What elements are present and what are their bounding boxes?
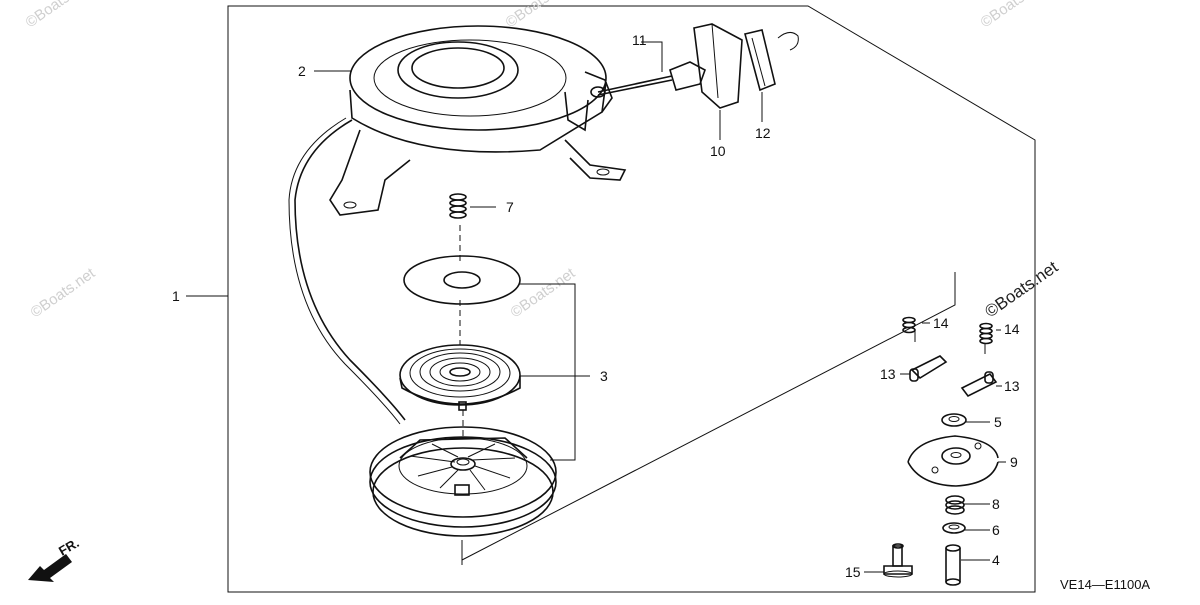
- spring-part-8: [945, 495, 965, 515]
- callout-14-right: 14: [1004, 321, 1020, 337]
- callout-14-left: 14: [933, 315, 949, 331]
- washer-part-5: [941, 413, 967, 427]
- callout-7: 7: [506, 199, 514, 215]
- watermark-top-left: ©Boats.net: [23, 0, 94, 31]
- callout-6: 6: [992, 522, 1000, 538]
- watermark-mid-right: ©Boats.net: [981, 257, 1061, 321]
- callout-5: 5: [994, 414, 1002, 430]
- callout-9: 9: [1010, 454, 1018, 470]
- subgroup-boundary: [461, 272, 956, 561]
- drawing-code: VE14—E1100A: [1060, 577, 1150, 592]
- starter-grip-part-10: [669, 23, 743, 109]
- spring-part-7: [449, 193, 467, 219]
- callout-11: 11: [632, 32, 647, 48]
- callout-13-right: 13: [1004, 378, 1020, 394]
- callout-10: 10: [710, 143, 726, 159]
- leader-lines: [186, 41, 1006, 573]
- bolt-part-15: [883, 543, 913, 578]
- ratchet-spring-part-14-left: [902, 316, 916, 342]
- reel-pulley: [369, 426, 557, 537]
- grip-insert-part-12: [744, 29, 799, 92]
- watermark-top-center: ©Boats.net: [503, 0, 574, 31]
- callout-2: 2: [298, 63, 306, 79]
- watermarks: ©Boats.net ©Boats.net ©Boats.net ©Boats.…: [23, 0, 1062, 321]
- ratchet-pawl-part-13-right: [960, 371, 998, 398]
- front-direction-marker: FR.: [28, 535, 82, 582]
- callout-8: 8: [992, 496, 1000, 512]
- starter-case-part-2: [329, 25, 627, 216]
- ratchet-spring-part-14-right: [979, 322, 993, 354]
- ratchet-pawl-part-13-left: [909, 355, 948, 382]
- watermark-mid-left: ©Boats.net: [28, 264, 99, 321]
- friction-plate-part-9: [907, 435, 999, 487]
- callout-12: 12: [755, 125, 771, 141]
- callout-13-left: 13: [880, 366, 896, 382]
- collar-part-4: [945, 544, 961, 586]
- washer-part-6: [942, 522, 966, 534]
- front-marker-label: FR.: [56, 535, 82, 558]
- washer-plate: [403, 255, 521, 305]
- callout-labels: 1 2 3 4 5 6 7 8 9 10 11 12 13 13 14 14 1…: [172, 32, 1020, 580]
- starter-rope-part-11: [288, 75, 673, 425]
- front-arrow-icon: [28, 554, 72, 582]
- callout-3: 3: [600, 368, 608, 384]
- assembly-boundary: [227, 5, 1036, 593]
- callout-1: 1: [172, 288, 180, 304]
- callout-15: 15: [845, 564, 861, 580]
- callout-4: 4: [992, 552, 1000, 568]
- watermark-top-right: ©Boats.net: [978, 0, 1049, 31]
- recoil-spring-part-3: [399, 344, 521, 411]
